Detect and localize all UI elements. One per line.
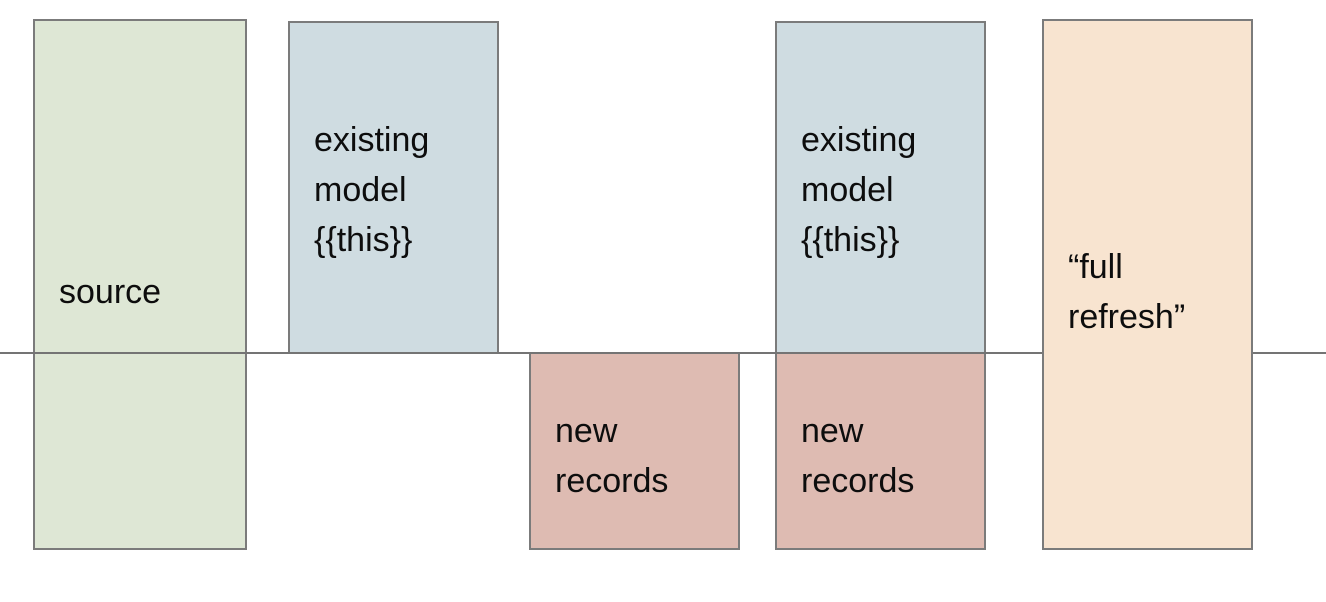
block-existing-model-right-label: existing model {{this}}: [801, 121, 917, 259]
block-existing-model-right[interactable]: existing model {{this}}: [775, 21, 986, 354]
block-existing-model-left[interactable]: existing model {{this}}: [288, 21, 499, 354]
block-new-records-left[interactable]: new records: [529, 352, 740, 550]
block-new-records-right-label: new records: [801, 412, 915, 500]
block-existing-model-left-label: existing model {{this}}: [314, 121, 430, 259]
block-full-refresh-label: “full refresh”: [1068, 248, 1186, 336]
block-new-records-right[interactable]: new records: [775, 352, 986, 550]
block-source-label: source: [59, 273, 162, 311]
horizontal-divider-line: [0, 352, 1326, 354]
block-full-refresh[interactable]: “full refresh”: [1042, 19, 1253, 550]
block-new-records-left-label: new records: [555, 412, 669, 500]
block-source[interactable]: source: [33, 19, 247, 550]
